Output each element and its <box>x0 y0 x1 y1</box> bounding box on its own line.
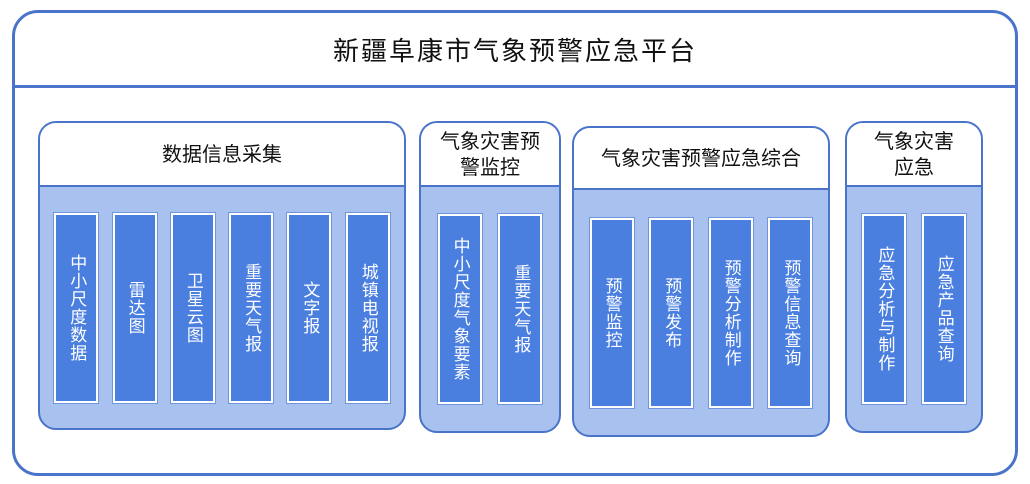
item-label: 重要天气报 <box>510 264 531 354</box>
item-label: 雷达图 <box>124 280 145 335</box>
module-data-collection: 数据信息采集 中小尺度数据 雷达图 卫星云图 重要天气报 文字报 城镇电视报 <box>38 121 406 430</box>
item-box: 中小尺度数据 <box>54 212 99 403</box>
item-label: 预警监控 <box>601 276 622 349</box>
item-box: 卫星云图 <box>170 212 215 403</box>
module-warning-emergency: 气象灾害预警应急综合 预警监控 预警发布 预警分析制作 预警信息查询 <box>572 126 830 437</box>
item-label: 卫星云图 <box>182 271 203 344</box>
item-label: 城镇电视报 <box>357 262 378 353</box>
module-disaster-monitoring: 气象灾害预 警监控 中小尺度气象要素 重要天气报 <box>419 121 561 433</box>
item-label: 预警分析制作 <box>720 258 741 367</box>
item-box: 应急产品查询 <box>921 214 966 404</box>
item-box: 预警发布 <box>649 217 694 408</box>
item-box: 重要天气报 <box>498 214 543 404</box>
item-label: 重要天气报 <box>241 262 262 353</box>
item-box: 重要天气报 <box>229 212 274 403</box>
module-header: 气象灾害预 警监控 <box>421 123 559 187</box>
module-items: 中小尺度气象要素 重要天气报 <box>421 187 559 431</box>
module-title-line: 气象灾害 <box>874 129 954 153</box>
module-title-line: 气象灾害预 <box>440 129 540 153</box>
item-box: 文字报 <box>287 212 332 403</box>
item-box: 应急分析与制作 <box>862 214 907 404</box>
item-box: 预警监控 <box>589 217 634 408</box>
item-label: 文字报 <box>299 280 320 335</box>
module-items: 应急分析与制作 应急产品查询 <box>847 187 981 431</box>
module-title: 气象灾害预警应急综合 <box>601 146 801 170</box>
module-items: 中小尺度数据 雷达图 卫星云图 重要天气报 文字报 城镇电视报 <box>40 187 404 428</box>
item-box: 雷达图 <box>112 212 157 403</box>
module-header: 气象灾害预警应急综合 <box>574 128 828 190</box>
platform-title: 新疆阜康市气象预警应急平台 <box>332 36 697 67</box>
item-label: 预警发布 <box>661 276 682 349</box>
module-title-line: 应急 <box>894 155 934 179</box>
title-bar: 新疆阜康市气象预警应急平台 <box>15 13 1015 88</box>
module-title: 数据信息采集 <box>162 142 282 166</box>
item-box: 预警信息查询 <box>768 217 813 408</box>
module-disaster-emergency: 气象灾害 应急 应急分析与制作 应急产品查询 <box>845 121 983 433</box>
module-items: 预警监控 预警发布 预警分析制作 预警信息查询 <box>574 190 828 435</box>
module-header: 数据信息采集 <box>40 123 404 187</box>
item-label: 预警信息查询 <box>780 258 801 367</box>
module-title-line: 警监控 <box>460 155 520 179</box>
item-label: 中小尺度气象要素 <box>449 237 470 381</box>
item-box: 中小尺度气象要素 <box>437 214 482 404</box>
item-label: 应急产品查询 <box>933 255 954 363</box>
item-label: 中小尺度数据 <box>66 253 87 362</box>
item-box: 预警分析制作 <box>708 217 753 408</box>
module-header: 气象灾害 应急 <box>847 123 981 187</box>
item-label: 应急分析与制作 <box>874 246 895 372</box>
item-box: 城镇电视报 <box>345 212 390 403</box>
